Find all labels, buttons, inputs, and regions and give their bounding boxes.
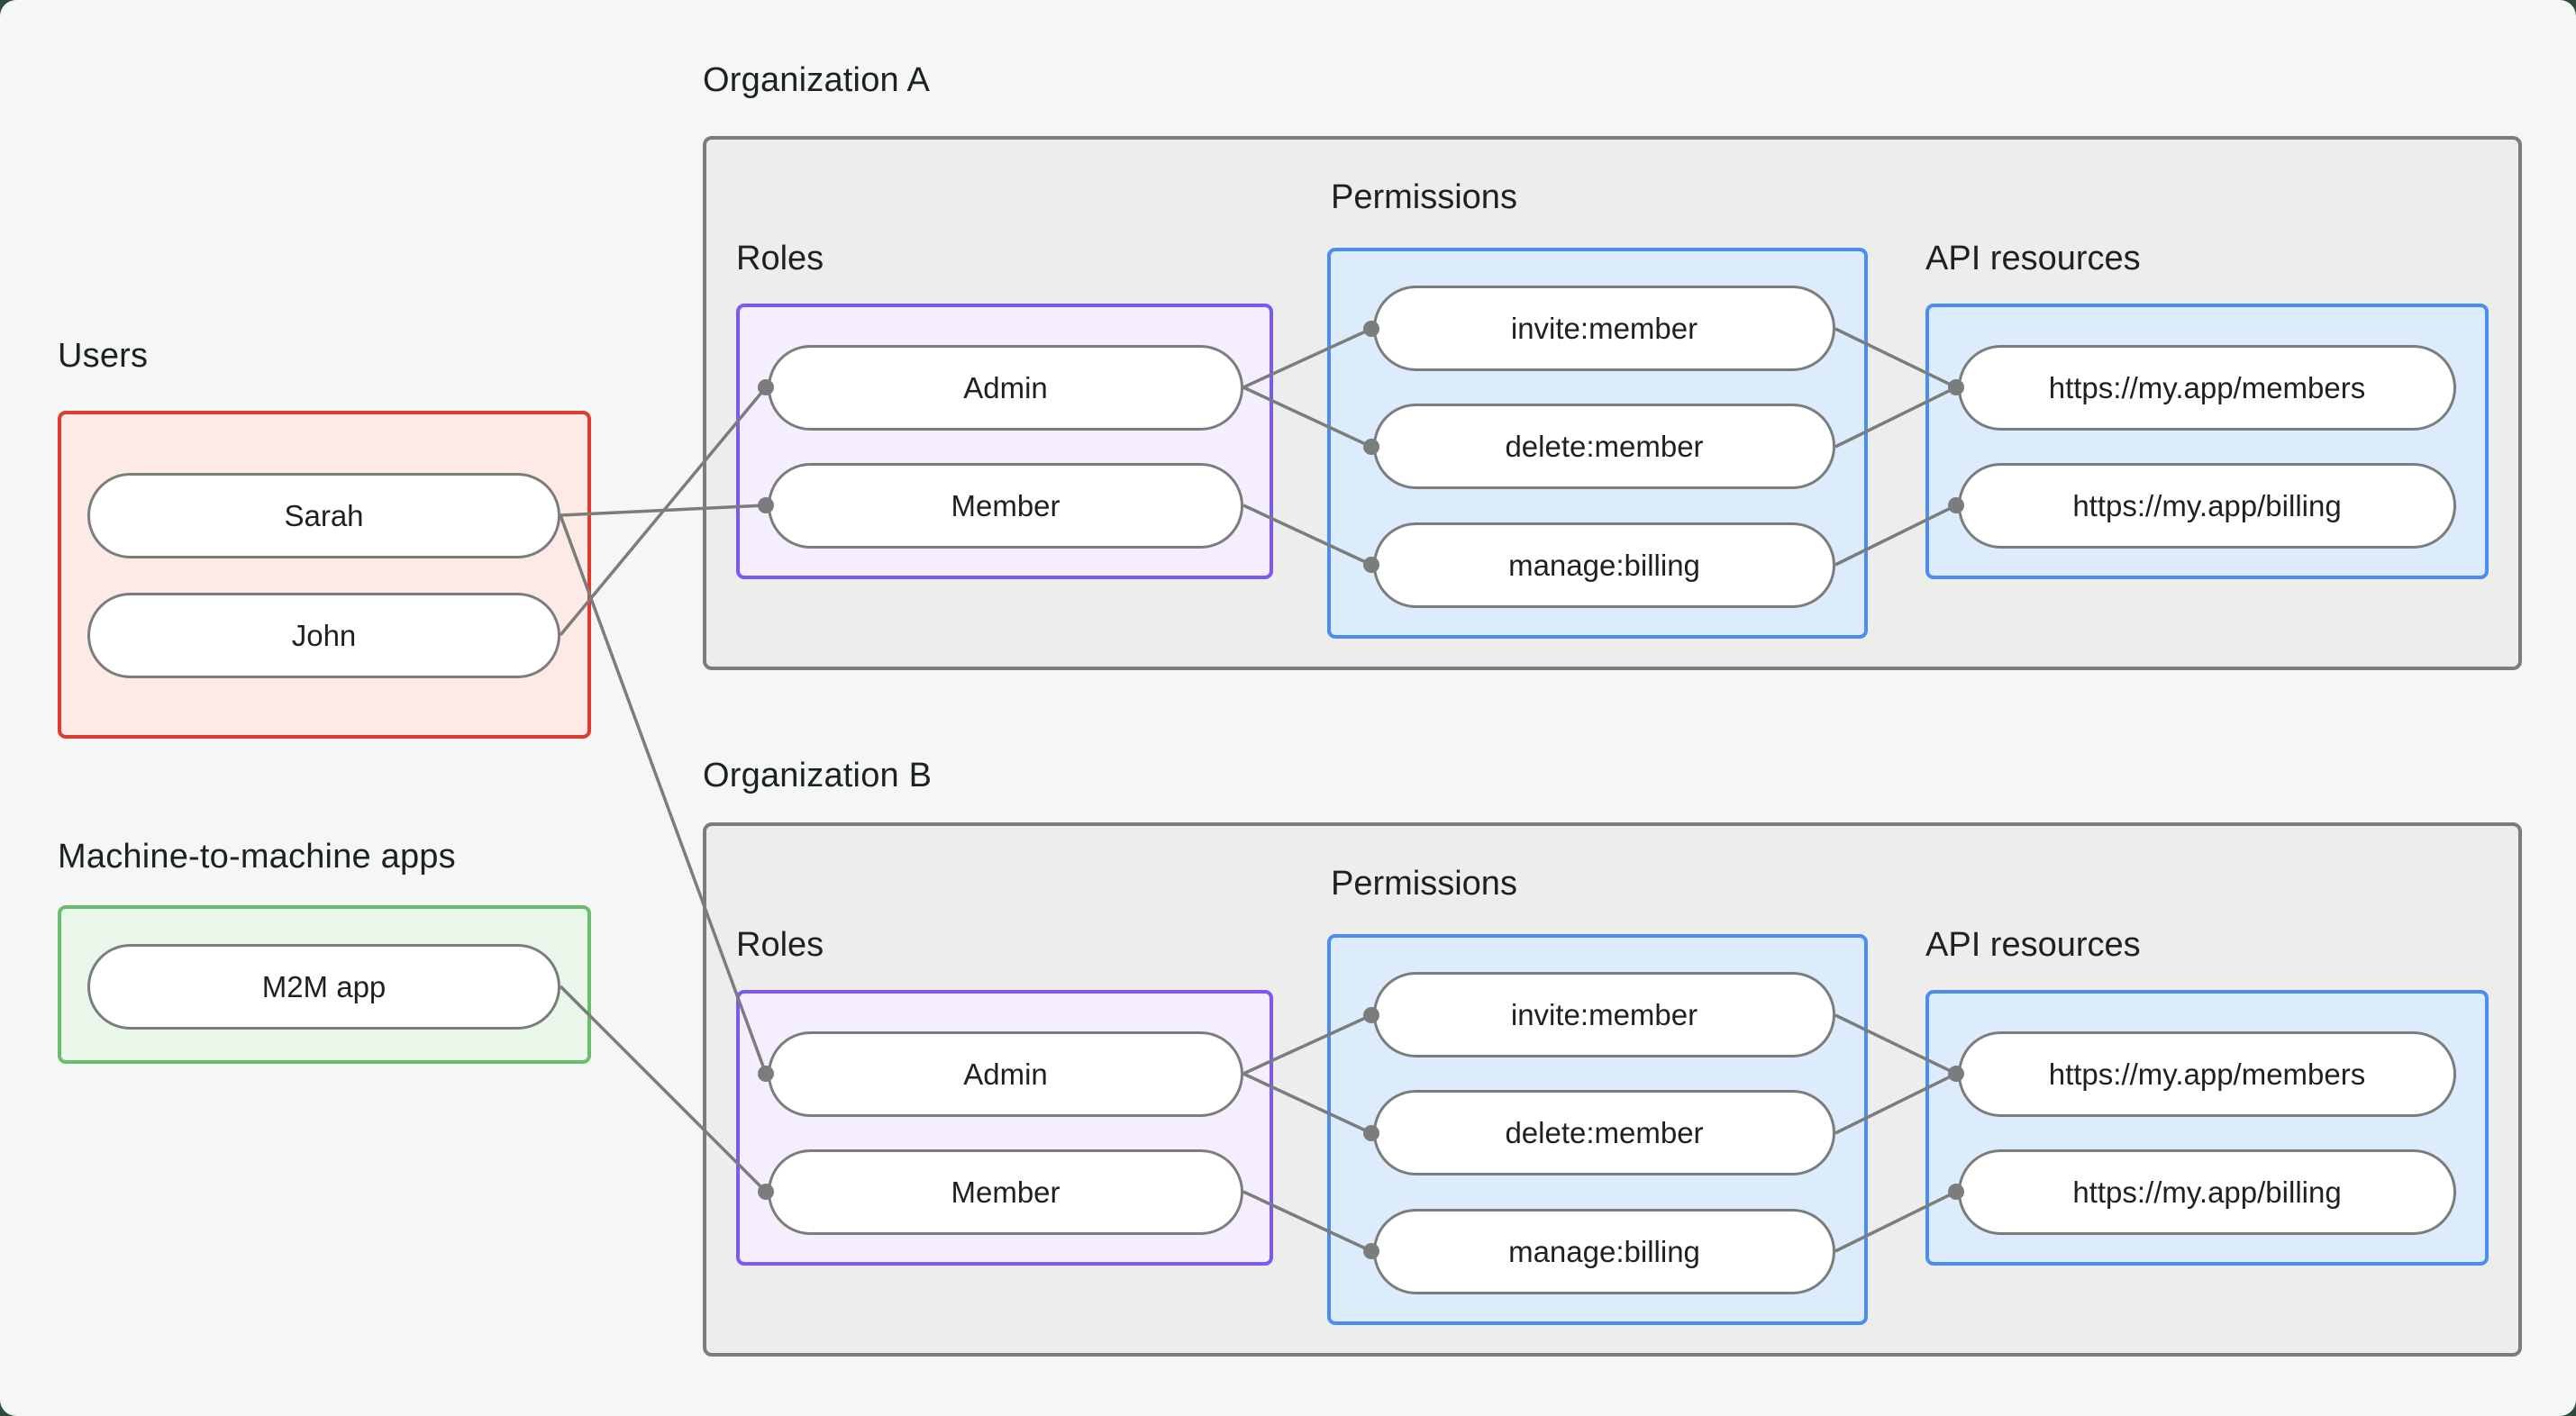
user-node-john[interactable]: John	[87, 593, 560, 678]
org-a-permission-delete-member[interactable]: delete:member	[1373, 404, 1835, 489]
dot-orga-member	[758, 497, 774, 513]
org-a-permissions-label: Permissions	[1331, 178, 1517, 216]
org-b-title: Organization B	[703, 757, 933, 794]
org-a-api-label: API resources	[1925, 240, 2141, 277]
wire-orga-invite-members	[1834, 327, 1957, 389]
wire-orgb-member-manage	[1242, 1190, 1372, 1253]
wire-orgb-invite-members	[1834, 1013, 1957, 1076]
dot-orga-invite	[1363, 321, 1379, 337]
m2m-section-label: Machine-to-machine apps	[58, 838, 456, 876]
users-section-label: Users	[58, 337, 149, 375]
wire-john-orga-admin	[559, 386, 768, 637]
org-b-permission-manage-billing[interactable]: manage:billing	[1373, 1209, 1835, 1294]
org-a-api-members[interactable]: https://my.app/members	[1958, 345, 2456, 431]
dot-orgb-admin	[758, 1066, 774, 1082]
org-b-permission-invite-member[interactable]: invite:member	[1373, 972, 1835, 1057]
dot-orga-billing	[1948, 497, 1964, 513]
wire-orgb-manage-billing	[1834, 1190, 1957, 1253]
org-a-api-billing[interactable]: https://my.app/billing	[1958, 463, 2456, 549]
dot-orgb-invite	[1363, 1007, 1379, 1023]
wire-orgb-admin-delete	[1242, 1072, 1372, 1135]
org-b-role-admin[interactable]: Admin	[768, 1031, 1243, 1117]
wire-orga-member-manage	[1242, 504, 1372, 567]
wire-orgb-admin-invite	[1242, 1013, 1372, 1076]
wire-orgb-delete-members	[1834, 1072, 1957, 1135]
wire-orga-delete-members	[1834, 386, 1957, 449]
dot-orga-admin	[758, 379, 774, 395]
dot-orgb-members	[1948, 1066, 1964, 1082]
org-b-permissions-label: Permissions	[1331, 865, 1517, 903]
wire-orga-admin-delete	[1242, 386, 1372, 449]
org-a-role-admin[interactable]: Admin	[768, 345, 1243, 431]
dot-orga-manage	[1363, 557, 1379, 573]
dot-orgb-member	[758, 1184, 774, 1200]
wire-orga-manage-billing	[1834, 504, 1957, 567]
org-a-title: Organization A	[703, 61, 931, 99]
org-a-roles-label: Roles	[736, 240, 824, 277]
org-b-api-members[interactable]: https://my.app/members	[1958, 1031, 2456, 1117]
org-a-permission-manage-billing[interactable]: manage:billing	[1373, 522, 1835, 608]
dot-orga-members	[1948, 379, 1964, 395]
dot-orga-delete	[1363, 439, 1379, 455]
wire-orga-admin-invite	[1242, 327, 1372, 389]
users-group-box	[58, 411, 591, 739]
org-a-permission-invite-member[interactable]: invite:member	[1373, 286, 1835, 371]
org-b-roles-label: Roles	[736, 926, 824, 964]
org-b-role-member[interactable]: Member	[768, 1149, 1243, 1235]
org-b-permission-delete-member[interactable]: delete:member	[1373, 1090, 1835, 1175]
org-a-role-member[interactable]: Member	[768, 463, 1243, 549]
dot-orgb-delete	[1363, 1125, 1379, 1141]
dot-orgb-billing	[1948, 1184, 1964, 1200]
m2m-app-node[interactable]: M2M app	[87, 944, 560, 1030]
dot-orgb-manage	[1363, 1243, 1379, 1259]
org-b-api-label: API resources	[1925, 926, 2141, 964]
user-node-sarah[interactable]: Sarah	[87, 473, 560, 558]
wire-m2m-orgb-member	[559, 985, 768, 1194]
wire-sarah-orgb-admin	[559, 514, 768, 1075]
org-b-api-billing[interactable]: https://my.app/billing	[1958, 1149, 2456, 1235]
